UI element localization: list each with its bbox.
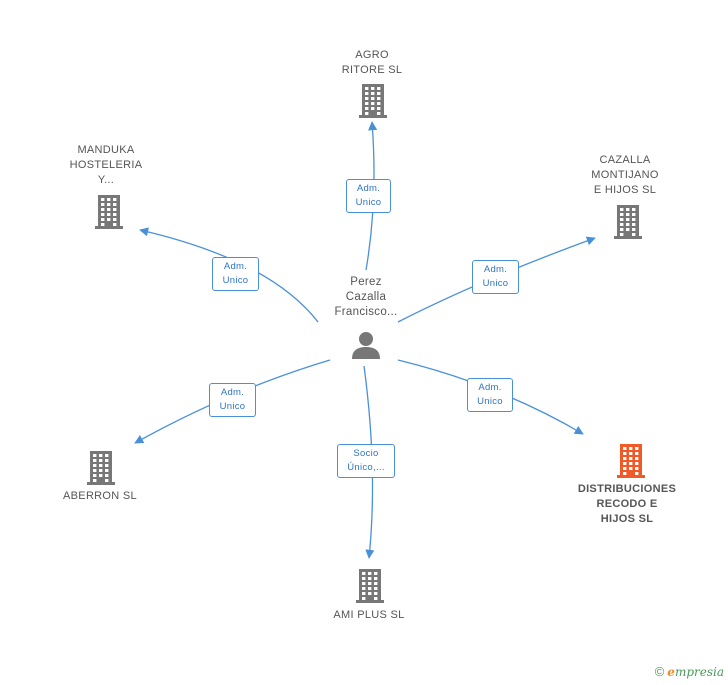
company-label-agro[interactable]: AGRO RITORE SL [312,48,432,78]
building-icon[interactable] [613,205,643,239]
company-label-line: RECODO E [596,498,658,510]
edge-label-line: Unico [355,197,382,208]
company-label-line: HOSTELERIA [69,159,143,171]
company-label-line: AGRO [355,49,389,61]
building-icon[interactable] [86,451,116,485]
company-label-cazalla[interactable]: CAZALLA MONTIJANO E HIJOS SL [565,153,685,198]
company-label-line: MANDUKA [77,144,135,156]
edge-label-line: Adm. [478,382,502,393]
building-icon[interactable] [94,195,124,229]
company-label-line: RITORE SL [341,64,403,76]
edge-label-line: Único,... [347,462,385,473]
edge-label-manduka[interactable]: Adm. Unico [212,257,259,291]
edge-label-line: Unico [477,396,503,407]
brand-logo-text: mpresia [674,665,724,679]
edge-label-line: Unico [482,278,509,289]
building-icon[interactable] [358,84,388,118]
company-label-line: ABERRON SL [63,490,137,502]
company-label-manduka[interactable]: MANDUKA HOSTELERIA Y... [46,143,166,188]
edge-label-line: Adm. [220,387,245,398]
edge-label-distribuciones[interactable]: Adm. Unico [467,378,513,412]
company-label-line: CAZALLA [599,154,651,166]
brand-logo-initial: e [667,665,675,679]
company-label-line: DISTRIBUCIONES [577,483,677,495]
company-label-line: AMI PLUS SL [333,609,405,621]
company-label-line: HIJOS SL [600,513,654,525]
copyright-icon: © [654,664,665,679]
edge-label-cazalla[interactable]: Adm. Unico [472,260,519,294]
company-label-distribuciones[interactable]: DISTRIBUCIONES RECODO E HIJOS SL [557,482,697,527]
footer-brand: ©empresia [655,664,724,679]
company-label-aberron[interactable]: ABERRON SL [40,489,160,504]
company-label-line: MONTIJANO [591,169,659,181]
edge-label-line: Unico [219,401,246,412]
company-label-line: E HIJOS SL [593,184,657,196]
company-label-amiplus[interactable]: AMI PLUS SL [309,608,429,623]
edge-label-aberron[interactable]: Adm. Unico [209,383,256,417]
building-icon[interactable] [616,444,646,478]
building-icon[interactable] [355,569,385,603]
edge-label-line: Adm. [356,183,381,194]
person-icon[interactable] [351,330,381,360]
edge-label-line: Adm. [483,264,508,275]
center-person-label[interactable]: Perez Cazalla Francisco... [334,276,398,318]
edge-label-line: Unico [222,275,249,286]
edge-label-line: Adm. [223,261,248,272]
edge-label-line: Socio [353,448,379,459]
company-label-line: Y... [97,174,115,186]
edge-label-agro[interactable]: Adm. Unico [346,179,391,213]
